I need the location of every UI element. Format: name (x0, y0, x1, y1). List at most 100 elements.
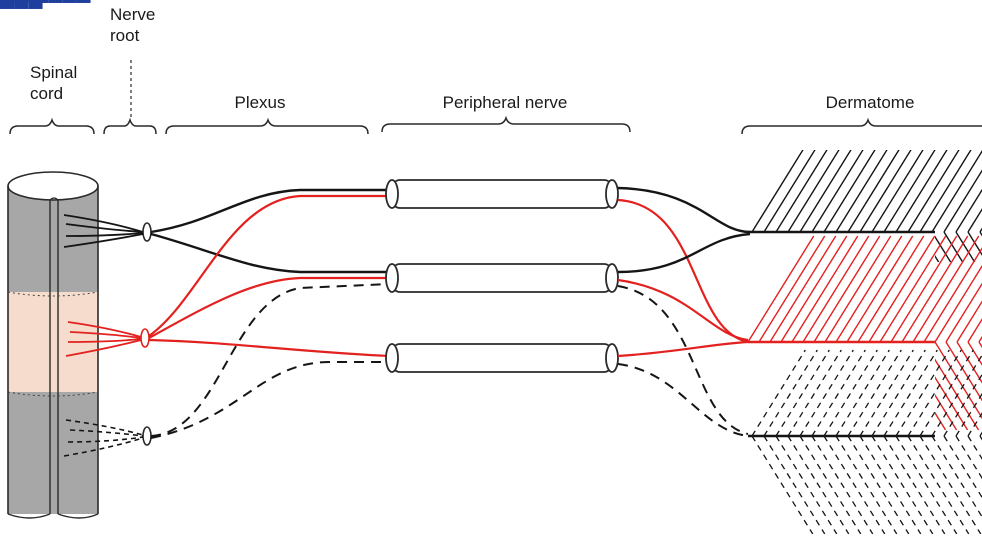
dermatome-hatch-line (752, 146, 805, 232)
cord-middle-segment (8, 292, 98, 394)
dermatome-hatch-line (800, 436, 861, 534)
dermatome-hatch-line (920, 436, 981, 534)
dermatome-hatch-line (848, 436, 909, 534)
peripheral-nerve-middle (386, 264, 618, 292)
dermatome-hatch-line (913, 236, 979, 342)
dermatome-hatch-line (803, 236, 869, 342)
dermatome-hatch-line (800, 350, 853, 436)
dermatome-field (748, 146, 982, 534)
dermatome-hatch-line (891, 236, 957, 342)
dermatome-hatch-line (884, 350, 937, 436)
dermatome-hatch-line (858, 236, 924, 342)
dermatome-hatch-line (776, 146, 829, 232)
bracket-nerve-root (104, 120, 156, 134)
peripheral-nerve-top (386, 180, 618, 208)
dermatome-hatch-line (770, 342, 825, 430)
dermatome-hatch-line (788, 146, 841, 232)
dermatome-hatch-line (764, 350, 817, 436)
dermatome-hatch-line (872, 146, 925, 232)
dermatome-hatch-line (776, 350, 829, 436)
dermatome-hatch-line (781, 236, 847, 342)
distal-red-bottom (618, 342, 748, 356)
dermatome-hatch-line (764, 436, 825, 534)
dermatome-hatch-line (824, 350, 877, 436)
dermatome-hatch-line (836, 342, 891, 430)
root-ganglion-upper (143, 223, 151, 241)
dermatome-middle-hatch (748, 236, 982, 430)
dermatome-hatch-line (884, 146, 937, 232)
dermatome-hatch-line (800, 146, 853, 232)
distal-dashed-middle (618, 286, 748, 434)
dermatome-hatch-line (764, 232, 806, 300)
dermatome-hatch-line (860, 232, 902, 300)
section-brackets (10, 118, 982, 134)
bracket-peripheral-nerve (382, 118, 630, 132)
dermatome-hatch-line (836, 436, 897, 534)
dermatome-hatch-line (860, 350, 913, 436)
root-ganglion-middle (141, 329, 149, 347)
dermatome-hatch-line (860, 436, 921, 534)
bracket-dermatome (742, 120, 982, 134)
dermatome-hatch-line (920, 350, 973, 436)
dermatome-hatch-line (956, 436, 982, 534)
dermatome-hatch-line (908, 232, 950, 300)
distal-fibers (618, 188, 750, 436)
fiber-red-to-bottom (149, 340, 390, 356)
dermatome-hatch-line (848, 350, 901, 436)
dermatome-hatch-line (872, 350, 925, 436)
dermatome-hatch-line (920, 146, 973, 232)
label-nerve-root: Nerve root (110, 4, 160, 46)
nerve-root-ganglia (141, 223, 151, 445)
dermatome-hatch-line (776, 232, 818, 300)
distal-black-top-a (618, 188, 750, 232)
dermatome-hatch-line (752, 436, 813, 534)
dermatome-hatch-line (759, 342, 814, 430)
dermatome-hatch-line (946, 236, 982, 342)
dermatome-hatch-line (788, 436, 849, 534)
dermatome-hatch-line (836, 146, 889, 232)
fiber-dashed-to-middle (151, 284, 390, 436)
dermatome-hatch-line (858, 342, 913, 430)
dermatome-hatch-line (908, 436, 969, 534)
dermatome-hatch-line (752, 350, 805, 436)
dermatome-hatch-line (792, 236, 858, 342)
dermatome-hatch-line (824, 436, 885, 534)
dermatome-hatch-line (776, 436, 837, 534)
dermatome-hatch-line (872, 232, 914, 300)
bracket-spinal-cord (10, 120, 94, 134)
dermatome-hatch-line (781, 342, 836, 430)
cord-upper-segment (8, 186, 98, 294)
dermatome-hatch-line (869, 236, 935, 342)
dermatome-hatch-line (902, 342, 957, 430)
fiber-dashed-to-bottom (151, 362, 390, 438)
fiber-red-to-top (149, 196, 390, 336)
dermatome-hatch-line (913, 342, 968, 430)
dermatome-hatch-line (814, 236, 880, 342)
fiber-red-to-middle (149, 278, 390, 338)
dermatome-hatch-line (924, 236, 982, 342)
spinal-cord (8, 172, 98, 518)
peripheral-nerves (386, 180, 618, 372)
dermatome-hatch-line (836, 236, 902, 342)
cord-top-cap (8, 172, 98, 200)
dermatome-hatch-line (759, 236, 825, 342)
dermatome-hatch-line (752, 232, 794, 300)
label-plexus: Plexus (200, 93, 320, 113)
dermatome-hatch-line (896, 436, 957, 534)
dermatome-hatch-line (860, 146, 913, 232)
label-spinal-cord: Spinal cord (30, 62, 100, 104)
dermatome-hatch-line (824, 146, 877, 232)
plexus-fibers (149, 190, 390, 438)
fiber-black-to-middle (151, 234, 390, 272)
label-dermatome: Dermatome (790, 93, 950, 113)
dermatome-hatch-line (812, 146, 865, 232)
dermatome-hatch-line (764, 146, 817, 232)
dermatome-top-hatch (752, 146, 982, 300)
dermatome-bottom-hatch (752, 350, 982, 534)
dermatome-hatch-line (770, 236, 836, 342)
cropped-heading-fragment: ▀▀ ▀▀▀▀ ▀▀▀ (0, 0, 120, 14)
bracket-plexus (166, 120, 368, 134)
dermatome-hatch-line (836, 350, 889, 436)
